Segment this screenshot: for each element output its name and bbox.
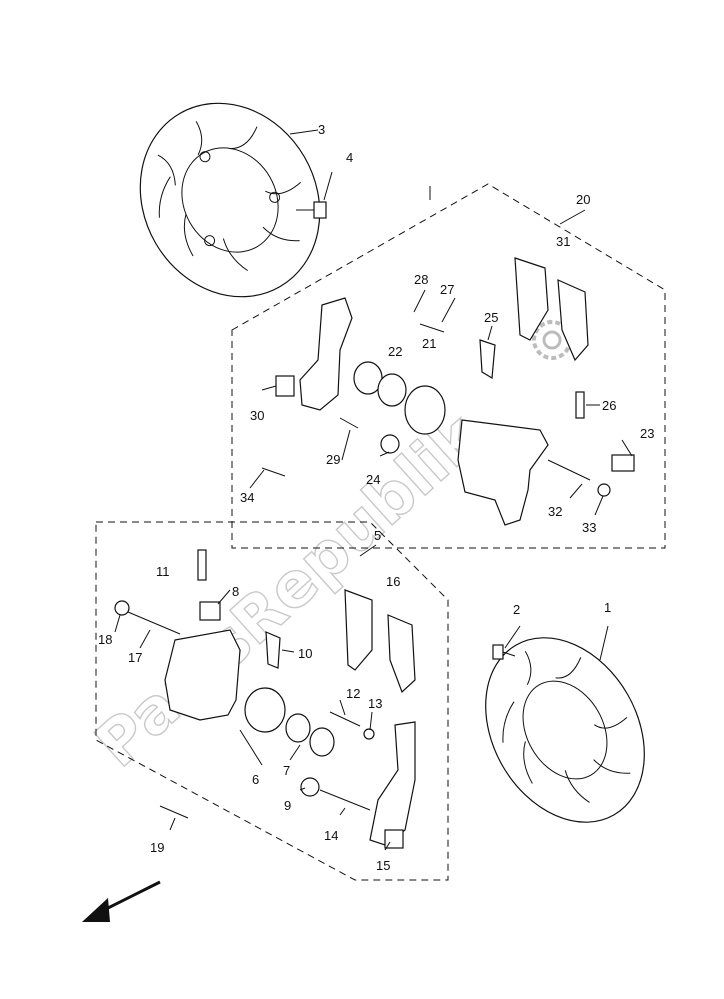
bleed-screw-11 [197,549,207,581]
callout-9: 9 [284,798,291,813]
seal-front-a [285,713,311,743]
front-caliper-assembly-outline [95,521,449,881]
front-caliper-bracket [369,721,416,846]
plug-24 [380,434,400,454]
callout-16: 16 [386,574,400,589]
callout-8: 8 [232,584,239,599]
disc-bolt-front [492,644,516,660]
rear-caliper-bracket [299,297,353,411]
callout-26: 26 [602,398,616,413]
leader-lines [114,129,633,851]
collar-8 [199,601,221,621]
callout-28: 28 [414,272,428,287]
callout-labels: 1 2 3 4 5 6 7 8 9 10 11 12 13 14 15 16 1… [98,122,654,873]
rear-caliper-assembly-outline [231,183,666,549]
callout-4: 4 [346,150,353,165]
bolt-34 [261,467,286,477]
callout-23: 23 [640,426,654,441]
collar-rear [275,375,295,397]
bolt-19 [159,805,189,819]
callout-18: 18 [98,632,112,647]
callout-2: 2 [513,602,520,617]
bleed-screw-26 [575,391,585,419]
callout-30: 30 [250,408,264,423]
bolt-14 [319,789,371,811]
callout-17: 17 [128,650,142,665]
bolt-29 [339,417,359,429]
callout-6: 6 [252,772,259,787]
callout-1: 1 [604,600,611,615]
callout-27: 27 [440,282,454,297]
brake-disc-rear [139,102,321,298]
callout-20: 20 [576,192,590,207]
piston-rear [404,385,446,435]
callout-33: 33 [582,520,596,535]
plug-9 [300,777,320,797]
callout-21: 21 [422,336,436,351]
callout-10: 10 [298,646,312,661]
callout-14: 14 [324,828,338,843]
callout-19: 19 [150,840,164,855]
disc-bolt-rear [296,201,327,219]
plug-18 [114,600,130,616]
seal-rear-b [377,373,407,407]
front-caliper-body [164,629,241,721]
piston-front [244,687,286,733]
callout-5: 5 [374,528,381,543]
pin-27 [419,323,445,333]
callout-12: 12 [346,686,360,701]
seal-front-b [309,727,335,757]
front-arrow-icon [82,880,161,922]
brake-pad-rear-b [557,279,589,362]
callout-11: 11 [156,564,170,579]
plug-13 [363,728,375,740]
callout-22: 22 [388,344,402,359]
callout-15: 15 [376,858,390,873]
pin-12 [329,711,361,727]
callout-3: 3 [318,122,325,137]
callout-7: 7 [283,763,290,778]
callout-24: 24 [366,472,380,487]
pin-32 [547,459,591,481]
plug-33 [597,483,611,497]
brake-pad-front-b [387,614,416,694]
spring-10 [265,631,281,669]
brake-pad-rear-a [514,257,549,341]
callout-25: 25 [484,310,498,325]
callout-29: 29 [326,452,340,467]
rear-caliper-body [457,419,549,526]
spring-25 [479,339,496,380]
brake-pad-front-a [344,589,373,671]
callout-31: 31 [556,234,570,249]
brake-disc-front [485,637,645,823]
callout-32: 32 [548,504,562,519]
bolt-23 [611,454,635,472]
callout-13: 13 [368,696,382,711]
callout-34: 34 [240,490,254,505]
pin-17 [127,611,181,635]
